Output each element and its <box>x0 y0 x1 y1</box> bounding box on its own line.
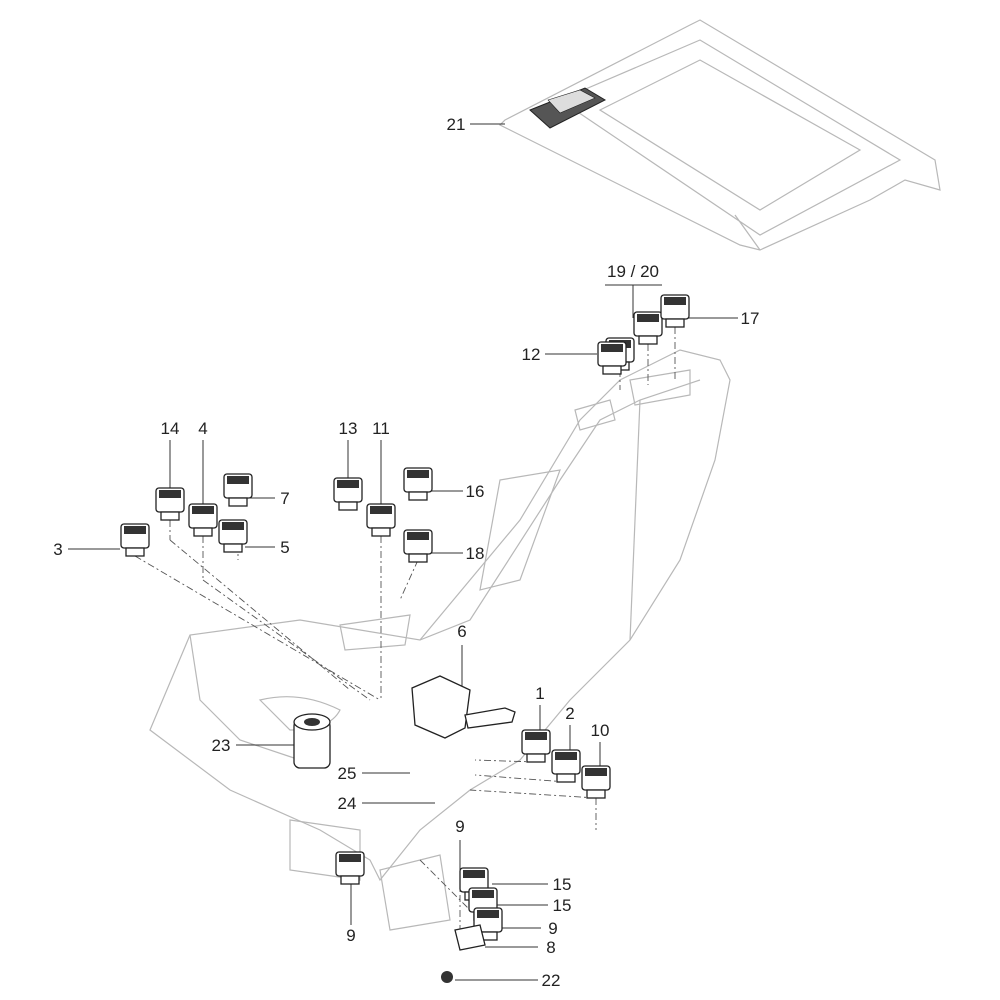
switch-rocker <box>555 752 577 760</box>
assembly-line <box>474 759 537 763</box>
assembly-line <box>399 559 419 601</box>
switch-connector <box>125 547 145 557</box>
rocker-switch <box>521 729 551 763</box>
switch-rocker <box>124 526 146 534</box>
console-outline <box>149 349 731 931</box>
switch-connector <box>526 753 546 763</box>
assembly-line <box>202 579 371 701</box>
switch-rocker <box>159 490 181 498</box>
switch-rocker <box>525 732 547 740</box>
rocker-switch <box>333 477 363 511</box>
rocker-switch <box>551 749 581 783</box>
switch-rocker <box>337 480 359 488</box>
switch-connector <box>223 543 243 553</box>
stalk-switch <box>411 675 516 739</box>
assembly-line <box>419 859 471 911</box>
switch-connector <box>665 318 685 328</box>
callout-24: 24 <box>338 794 357 813</box>
roof-panel-outline <box>498 19 941 251</box>
callout-12: 12 <box>522 345 541 364</box>
relay-block <box>454 924 486 951</box>
switch-rocker <box>601 344 623 352</box>
callout-22: 22 <box>542 971 561 990</box>
callout-19-20: 19 / 20 <box>607 262 659 281</box>
assembly-line <box>169 539 351 691</box>
switch-rocker <box>585 768 607 776</box>
rocker-switch <box>218 519 248 553</box>
switch-connector <box>160 511 180 521</box>
switch-rocker <box>407 532 429 540</box>
switch-connector <box>556 773 576 783</box>
switch-rocker <box>463 870 485 878</box>
ignition-switch <box>293 713 331 769</box>
callout-14: 14 <box>161 419 180 438</box>
rocker-switch <box>403 529 433 563</box>
callout-3: 3 <box>53 540 62 559</box>
callout-5: 5 <box>280 538 289 557</box>
rocker-switch <box>597 341 627 375</box>
switch-connector <box>586 789 606 799</box>
callout-8: 8 <box>546 938 555 957</box>
switch-connector <box>228 497 248 507</box>
switch-rocker <box>477 910 499 918</box>
switch-connector <box>638 335 658 345</box>
switch-connector <box>408 553 428 563</box>
callout-9c: 9 <box>346 926 355 945</box>
roof-control-panel <box>529 87 607 129</box>
rocker-switch <box>403 467 433 501</box>
rocker-switch <box>366 503 396 537</box>
switch-connector <box>338 501 358 511</box>
rocker-switch <box>335 851 365 885</box>
rocker-switch <box>473 907 503 941</box>
switch-rocker <box>407 470 429 478</box>
callout-1: 1 <box>535 684 544 703</box>
rocker-switch <box>660 294 690 328</box>
callout-21: 21 <box>447 115 466 134</box>
assembly-line <box>474 774 567 783</box>
rocker-switch <box>188 503 218 537</box>
fastener <box>441 971 453 983</box>
callout-23: 23 <box>212 736 231 755</box>
callout-10: 10 <box>591 721 610 740</box>
callout-9b: 9 <box>548 919 557 938</box>
callout-6: 6 <box>457 622 466 641</box>
assembly-line <box>134 555 381 701</box>
switch-rocker <box>664 297 686 305</box>
callout-2: 2 <box>565 704 574 723</box>
switch-connector <box>340 875 360 885</box>
callout-25: 25 <box>338 764 357 783</box>
callout-15b: 15 <box>553 896 572 915</box>
callout-4: 4 <box>198 419 207 438</box>
callout-7: 7 <box>280 489 289 508</box>
rocker-switch <box>120 523 150 557</box>
switch-connector <box>408 491 428 501</box>
callout-15a: 15 <box>553 875 572 894</box>
callout-11: 11 <box>372 419 390 438</box>
switch-rocker <box>222 522 244 530</box>
switch-rocker <box>370 506 392 514</box>
switch-rocker <box>637 314 659 322</box>
callout-9a: 9 <box>455 817 464 836</box>
switch-connector <box>371 527 391 537</box>
rocker-switch <box>633 311 663 345</box>
callout-18: 18 <box>466 544 485 563</box>
assembly-lines <box>134 327 676 930</box>
rocker-switch <box>155 487 185 521</box>
switch-connector <box>193 527 213 537</box>
assembly-line <box>469 789 597 799</box>
switch-rocker <box>227 476 249 484</box>
callout-17: 17 <box>741 309 760 328</box>
switch-rocker <box>339 854 361 862</box>
rocker-switch <box>581 765 611 799</box>
callout-13: 13 <box>339 419 358 438</box>
switch-rocker <box>192 506 214 514</box>
switches <box>120 294 690 941</box>
callout-16: 16 <box>466 482 485 501</box>
rocker-switch <box>223 473 253 507</box>
switch-connector <box>602 365 622 375</box>
switch-rocker <box>472 890 494 898</box>
